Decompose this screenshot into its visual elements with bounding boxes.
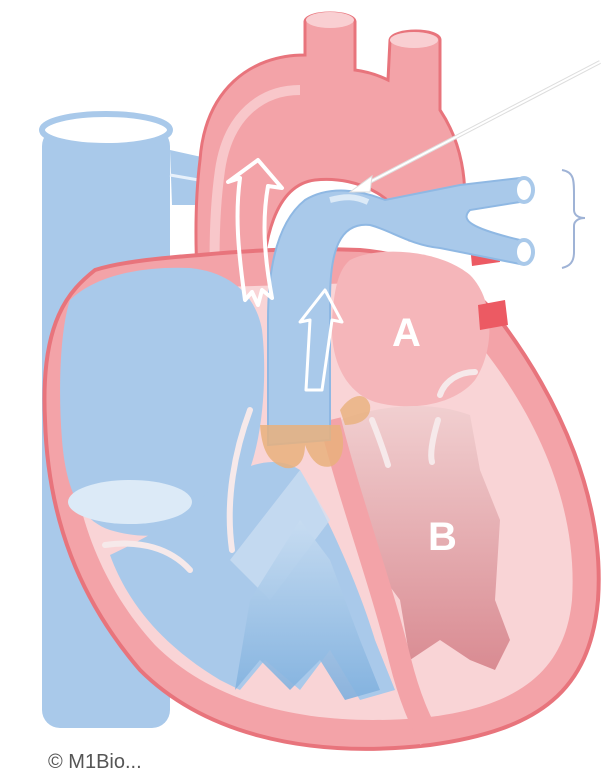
label-b: B: [428, 515, 457, 559]
label-a: A: [392, 311, 421, 355]
brace: [562, 170, 585, 268]
copyright-text: © M1Bio...: [48, 751, 142, 770]
